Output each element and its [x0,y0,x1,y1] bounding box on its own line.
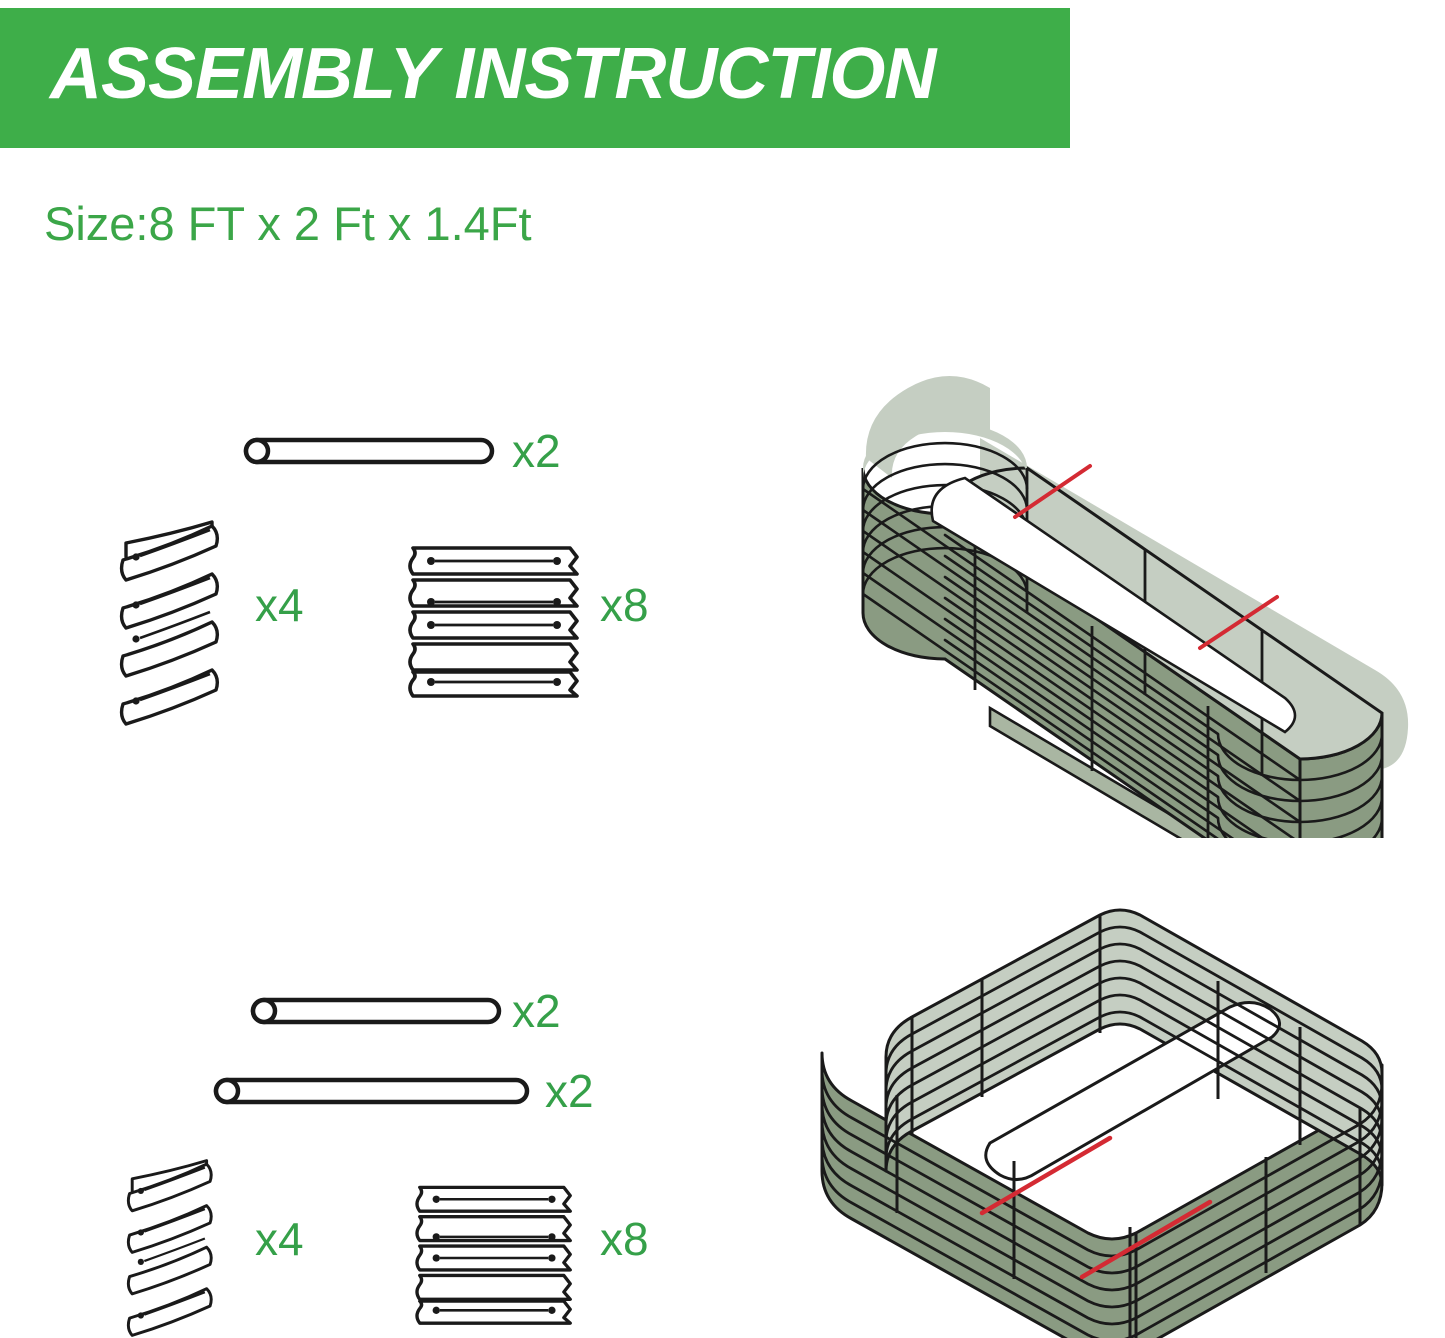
header-banner [0,8,1070,148]
rod-icon [213,1077,530,1105]
page-title: ASSEMBLY INSTRUCTION [50,34,936,114]
size-label: Size:8 FT x 2 Ft x 1.4Ft [44,197,532,250]
rod-icon [250,997,502,1025]
curved-panel-stack-icon [119,520,220,726]
rod-short-quantity-label: x2 [512,985,561,1037]
side-panel-quantity-label: x8 [600,579,649,631]
side-panel-quantity-label-2: x8 [600,1213,649,1265]
rectangular-bed-model [820,908,1384,1338]
rod-icon [243,437,495,465]
rod-long-quantity-label: x2 [545,1065,594,1117]
curved-panel-stack-icon [126,1159,213,1337]
flat-panel-stack-icon [415,1185,572,1325]
rod-quantity-label: x2 [512,425,561,477]
flat-panel-stack-icon [408,546,579,698]
corner-panel-quantity-label: x4 [255,579,304,631]
corner-panel-quantity-label-2: x4 [255,1213,304,1265]
oval-bed-model [861,376,1409,838]
